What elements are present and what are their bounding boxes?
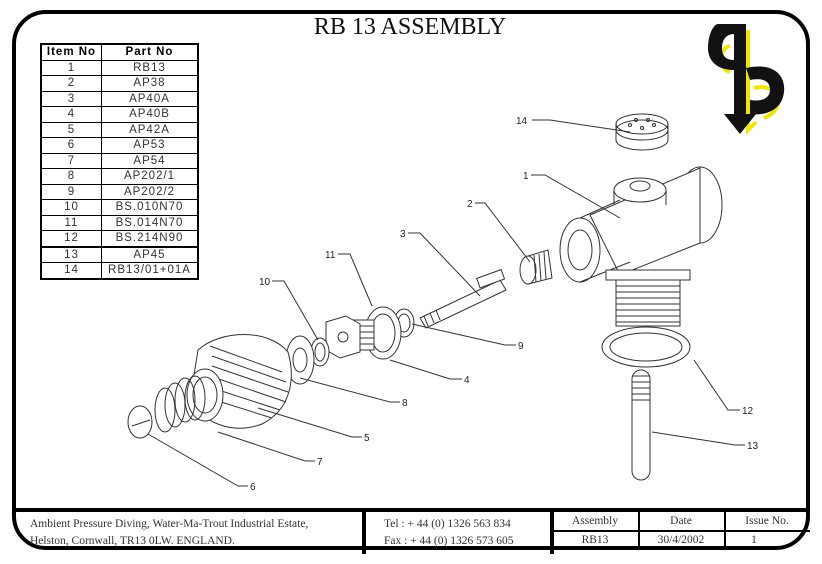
callout-1: 1 [523, 171, 529, 182]
part-6-screw [127, 405, 153, 439]
callout-6: 6 [250, 482, 256, 493]
fax-number: Fax : + 44 (0) 1326 573 605 [384, 535, 514, 547]
logo-black-glyph [708, 24, 785, 134]
part-no-cell: AP202/1 [101, 168, 199, 185]
table-header-row: Item No Part No [40, 43, 199, 61]
title-block-divider [550, 512, 554, 554]
part-3-spindle [419, 268, 507, 329]
part-1-valve-body [559, 166, 723, 283]
title-block-divider [362, 512, 366, 554]
item-no-cell: 14 [40, 262, 102, 279]
callout-12: 12 [742, 406, 754, 417]
telephone-number: Tel : + 44 (0) 1326 563 834 [384, 518, 511, 530]
issue-label: Issue No. [745, 515, 789, 527]
grid-divider [638, 512, 640, 550]
part-11-gland-nut [325, 315, 375, 359]
title-block: Ambient Pressure Diving, Water-Ma-Trout … [12, 508, 810, 554]
callout-14: 14 [516, 116, 528, 127]
part-no-cell: AP40A [101, 90, 199, 107]
grid-divider [552, 530, 810, 532]
leader-lines [147, 119, 745, 487]
callout-3: 3 [400, 229, 406, 240]
part-14-cap [615, 113, 669, 151]
address-line-1: Ambient Pressure Diving, Water-Ma-Trout … [30, 518, 309, 530]
callout-4: 4 [464, 375, 470, 386]
drawing-info-grid: Assembly Date Issue No. RB13 30/4/2002 1 [552, 512, 810, 550]
callout-labels: 14 1 2 3 11 10 9 4 8 5 7 6 12 13 [250, 116, 759, 493]
drawing-frame [12, 10, 810, 550]
callout-11: 11 [325, 250, 336, 261]
callout-7: 7 [317, 457, 323, 468]
assembly-label: Assembly [572, 515, 618, 527]
header-part-no: Part No [101, 43, 199, 61]
issue-value: 1 [751, 534, 757, 546]
assembly-value: RB13 [581, 534, 609, 546]
part-12-o-ring [601, 326, 691, 368]
callout-9: 9 [518, 341, 524, 352]
callout-5: 5 [364, 433, 370, 444]
callout-10: 10 [259, 277, 271, 288]
part-5-knob [186, 334, 292, 429]
part-7-spring [154, 375, 206, 433]
callout-2: 2 [467, 199, 473, 210]
company-logo [708, 24, 785, 135]
part-13-tube [631, 369, 651, 481]
part-no-cell: BS.214N90 [101, 230, 199, 248]
callout-13: 13 [747, 441, 759, 452]
part-no-cell: RB13/01+01A [101, 262, 199, 279]
date-value: 30/4/2002 [657, 534, 705, 546]
company-contact: Tel : + 44 (0) 1326 563 834 Fax : + 44 (… [384, 516, 513, 550]
part-1-thread [615, 279, 681, 327]
part-2-plug [519, 249, 553, 285]
part-no-cell: BS.014N70 [101, 214, 199, 231]
date-label: Date [670, 515, 692, 527]
part-no-cell: AP45 [101, 246, 199, 263]
item-no-cell: 12 [40, 230, 102, 248]
part-no-cell: AP54 [101, 152, 199, 169]
part-8-washer [285, 335, 315, 385]
header-item-no: Item No [40, 43, 102, 61]
callout-8: 8 [402, 398, 408, 409]
part-no-cell: BS.010N70 [101, 199, 199, 216]
drawing-title: RB 13 ASSEMBLY [313, 14, 507, 40]
company-address: Ambient Pressure Diving, Water-Ma-Trout … [30, 516, 308, 550]
grid-divider [724, 512, 726, 550]
address-line-2: Helston, Cornwall, TR13 0LW. ENGLAND. [30, 535, 235, 547]
item-no-cell: 11 [40, 214, 102, 231]
part-no-cell: AP42A [101, 121, 199, 138]
